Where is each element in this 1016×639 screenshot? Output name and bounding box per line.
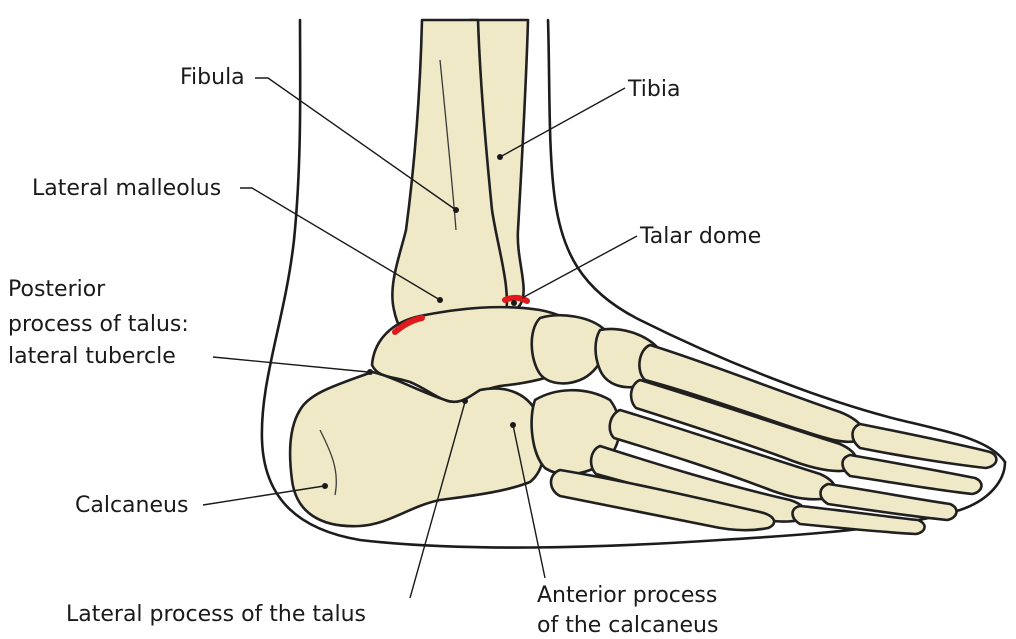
dot-calcaneus [322,483,328,489]
label-posterior-process-1: Posterior [8,277,106,302]
dot-fibula [453,207,459,213]
label-posterior-process-3: lateral tubercle [8,344,176,369]
label-fibula: Fibula [180,65,245,90]
talar-dome-mark-anterior [505,298,527,301]
label-lateral-malleolus: Lateral malleolus [32,176,221,201]
dot-tibia [497,154,503,160]
calcaneus-bone [290,372,544,526]
label-posterior-process-2: process of talus: [8,312,189,337]
dot-talar-dome [511,300,517,306]
label-anterior-process-2: of the calcaneus [537,613,718,638]
label-tibia: Tibia [627,77,680,102]
label-lateral-process: Lateral process of the talus [66,602,366,627]
label-talar-dome: Talar dome [639,224,761,249]
label-anterior-process-1: Anterior process [537,583,717,608]
dot-posterior-process [367,369,373,375]
dot-lateral-process [462,398,468,404]
dot-anterior-process [510,422,516,428]
label-calcaneus: Calcaneus [75,493,188,518]
dot-lateral-malleolus [437,297,443,303]
leader-posterior-process [213,357,368,372]
leader-talar-dome [522,236,637,298]
